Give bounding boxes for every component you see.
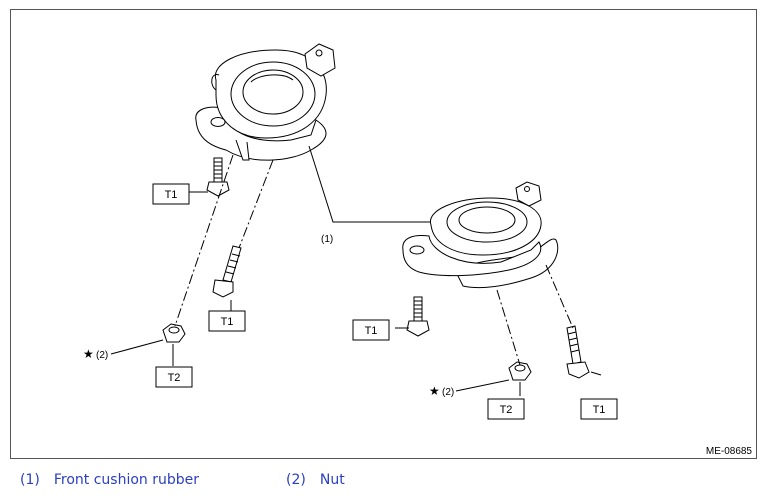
torque-tag-5: T2	[487, 398, 525, 420]
left-bolt-lower	[212, 245, 242, 298]
callout-nut-right: (2)	[442, 387, 454, 398]
svg-text:T1: T1	[221, 316, 234, 328]
torque-tags: T1 T1 T2 T1 T2 T1	[152, 183, 618, 420]
callout-front-cushion-rubber: (1)	[321, 234, 333, 245]
torque-tag-6: T1	[580, 398, 618, 420]
right-cushion-rubber	[402, 181, 559, 289]
callout-nut-left: (2)	[96, 350, 108, 361]
left-cushion-rubber	[195, 43, 336, 161]
right-bolt-upper	[406, 296, 430, 337]
legend-number: (1)	[20, 472, 40, 488]
legend-text: Front cushion rubber	[53, 472, 199, 488]
exploded-view-drawing: T1 T1 T2 T1 T2 T1 (1) ★ (2) ★ (2) ME-086…	[83, 43, 753, 457]
svg-text:T1: T1	[365, 325, 378, 337]
svg-text:T2: T2	[500, 404, 513, 416]
legend-item-1: (1) Front cushion rubber	[20, 472, 199, 488]
svg-text:T2: T2	[168, 372, 181, 384]
left-bolt-upper	[206, 157, 230, 197]
legend-number: (2)	[286, 472, 306, 488]
figure-id: ME-08685	[706, 446, 753, 457]
star-icon: ★	[429, 384, 440, 398]
right-bolt-lower	[566, 325, 590, 379]
torque-tag-2: T1	[208, 310, 246, 332]
left-nut	[162, 323, 186, 343]
torque-tag-1: T1	[152, 183, 190, 205]
diagram-figure: T1 T1 T2 T1 T2 T1 (1) ★ (2) ★ (2) ME-086…	[10, 9, 757, 459]
torque-tag-3: T2	[155, 366, 193, 388]
alignment-lines	[174, 154, 574, 366]
legend-text: Nut	[319, 472, 345, 488]
legend-item-2: (2) Nut	[286, 472, 345, 488]
star-icon: ★	[83, 347, 94, 361]
svg-text:T1: T1	[165, 189, 178, 201]
torque-tag-4: T1	[352, 319, 390, 341]
svg-text:T1: T1	[593, 404, 606, 416]
right-nut	[508, 361, 532, 381]
